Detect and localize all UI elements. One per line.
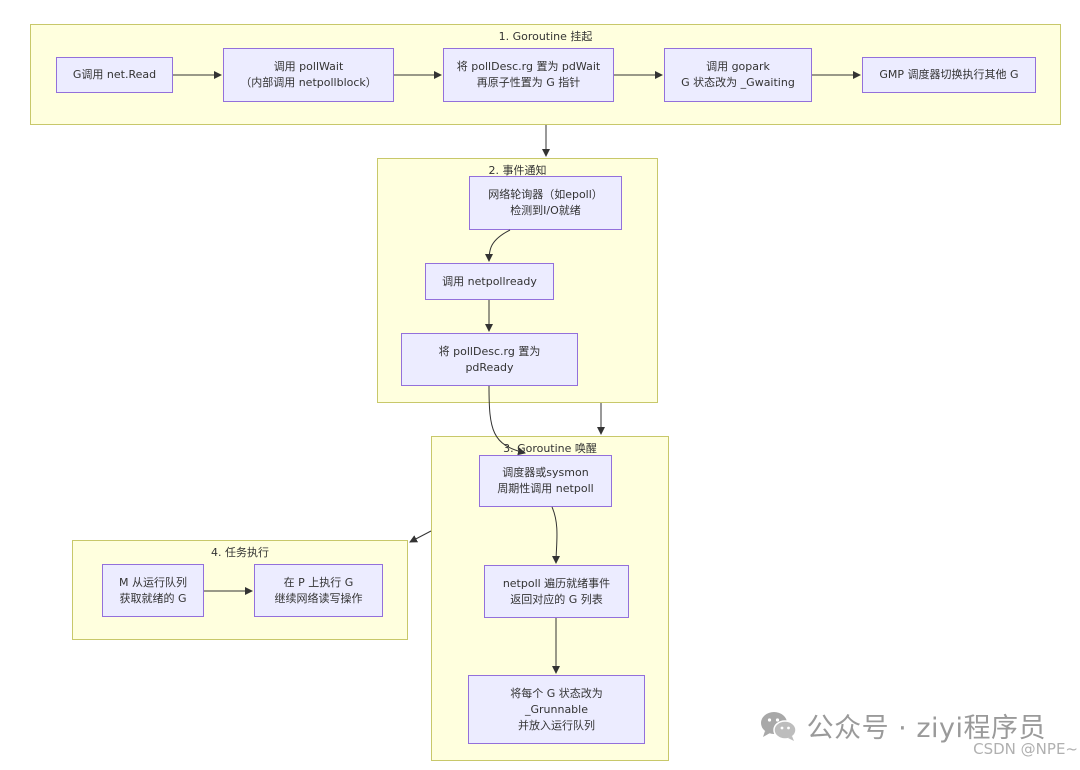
node-line: 将 pollDesc.rg 置为 pdWait	[456, 60, 601, 73]
node-gopark: 调用 gopark G 状态改为 _Gwaiting	[664, 48, 812, 102]
watermark: 公众号 · ziyi程序员	[759, 706, 1046, 745]
node-poll-wait: 调用 pollWait （内部调用 netpollblock）	[223, 48, 394, 102]
watermark-text: 公众号 · ziyi程序员	[806, 713, 1046, 744]
node-run-on-p: 在 P 上执行 G 继续网络读写操作	[254, 564, 383, 617]
node-line: 调度器或sysmon	[502, 466, 589, 479]
node-line: 将 pollDesc.rg 置为	[438, 344, 541, 358]
node-scheduler-poll: 调度器或sysmon 周期性调用 netpoll	[479, 455, 612, 507]
cluster-title-suspend: 1. Goroutine 挂起	[498, 30, 593, 43]
node-line: 调用 netpollready	[442, 274, 537, 288]
node-netpoll-iterate: netpoll 遍历就绪事件 返回对应的 G 列表	[484, 565, 629, 618]
watermark-source: CSDN @NPE~	[973, 740, 1078, 758]
cluster-title-wakeup: 3. Goroutine 唤醒	[503, 442, 597, 455]
node-line: _Grunnable	[524, 702, 588, 716]
node-line: G 状态改为 _Gwaiting	[681, 76, 795, 89]
wechat-icon	[760, 711, 797, 741]
node-line: 继续网络读写操作	[274, 591, 363, 605]
node-line: 将每个 G 状态改为	[510, 686, 603, 700]
cluster-title-execute: 4. 任务执行	[211, 546, 269, 559]
node-line: pdReady	[465, 360, 514, 374]
node-line: G调用 net.Read	[72, 68, 157, 81]
node-line: 返回对应的 G 列表	[510, 592, 603, 606]
node-gmp-switch: GMP 调度器切换执行其他 G	[862, 57, 1036, 93]
node-line: GMP 调度器切换执行其他 G	[879, 68, 1019, 81]
node-line: 再原子性置为 G 指针	[476, 76, 581, 89]
node-line: 周期性调用 netpoll	[497, 482, 594, 495]
node-line: 获取就绪的 G	[119, 591, 187, 605]
node-line: netpoll 遍历就绪事件	[502, 576, 611, 590]
node-netpollready: 调用 netpollready	[425, 263, 554, 300]
node-line: M 从运行队列	[119, 575, 187, 589]
node-set-runnable: 将每个 G 状态改为 _Grunnable 并放入运行队列	[468, 675, 645, 744]
node-m-fetch: M 从运行队列 获取就绪的 G	[102, 564, 204, 617]
node-line: （内部调用 netpollblock）	[240, 76, 377, 89]
cluster-title-notify: 2. 事件通知	[488, 164, 547, 177]
node-line: 网络轮询器（如epoll）	[488, 188, 603, 201]
edge-wakeup-to-execute	[409, 530, 432, 543]
node-poller-detect: 网络轮询器（如epoll） 检测到I/O就绪	[469, 176, 622, 230]
node-line: 调用 gopark	[706, 60, 770, 73]
node-set-pdready: 将 pollDesc.rg 置为 pdReady	[401, 333, 578, 386]
node-line: 在 P 上执行 G	[283, 575, 354, 589]
node-set-pdwait: 将 pollDesc.rg 置为 pdWait 再原子性置为 G 指针	[443, 48, 614, 102]
node-line: 检测到I/O就绪	[510, 204, 581, 217]
node-line: 调用 pollWait	[273, 60, 344, 73]
node-g-read: G调用 net.Read	[56, 57, 173, 93]
node-line: 并放入运行队列	[518, 718, 595, 732]
